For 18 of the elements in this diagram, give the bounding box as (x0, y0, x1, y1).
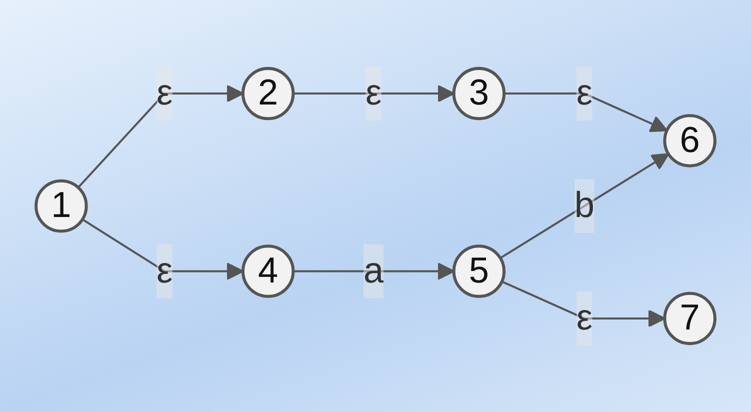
node-circle: 7 (663, 292, 716, 346)
node-circle: 1 (34, 179, 88, 233)
edge-label: ε (156, 72, 173, 113)
node-circle: 2 (241, 66, 295, 120)
arrow (82, 218, 244, 280)
edge-label: ε (365, 72, 382, 113)
edge-label: ε (576, 297, 592, 338)
edge-label: a (363, 250, 384, 290)
edge-label: ε (156, 250, 173, 290)
edge-label: ε (576, 72, 592, 113)
arrow (500, 153, 670, 259)
edge-label: b (574, 184, 594, 226)
node-circle: 3 (452, 66, 506, 120)
node-circle: 6 (663, 114, 716, 168)
node-circle: 5 (452, 244, 506, 298)
arrow (77, 84, 244, 188)
arrow (504, 92, 668, 132)
node-circle: 4 (241, 244, 295, 298)
